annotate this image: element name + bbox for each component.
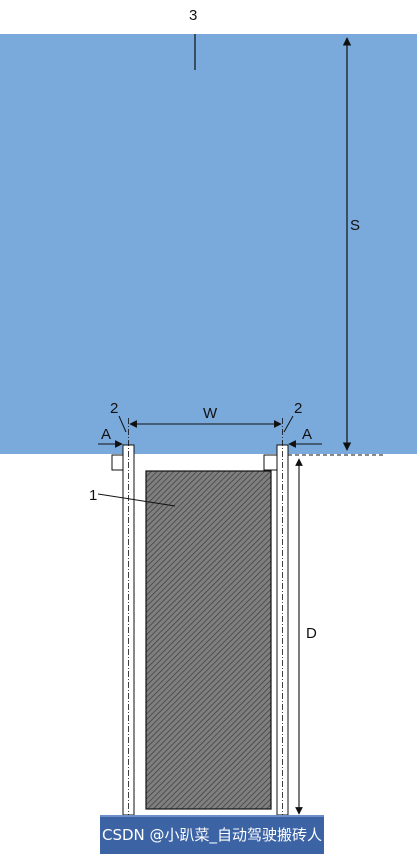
label-wall-right: 2: [294, 400, 302, 417]
label-dim-s: S: [350, 217, 360, 234]
label-region-3: 3: [189, 7, 197, 24]
lip-left: [111, 454, 124, 471]
base-bar: [100, 815, 324, 854]
label-dim-w: W: [203, 405, 218, 422]
region-3: [0, 34, 417, 454]
label-dim-a-left: A: [101, 426, 111, 443]
inner-block-leader: [97, 493, 176, 507]
inner-block-1: [145, 470, 272, 810]
lip-right: [263, 454, 278, 471]
label-inner-block-1: 1: [89, 487, 97, 504]
label-dim-d: D: [306, 625, 317, 642]
wall-right-leader: [283, 415, 294, 433]
label-wall-left: 2: [110, 400, 118, 417]
watermark-text: CSDN @小趴菜_自动驾驶搬砖人: [101, 826, 323, 844]
label-dim-a-right: A: [302, 426, 312, 443]
wall-left-leader: [118, 415, 127, 433]
